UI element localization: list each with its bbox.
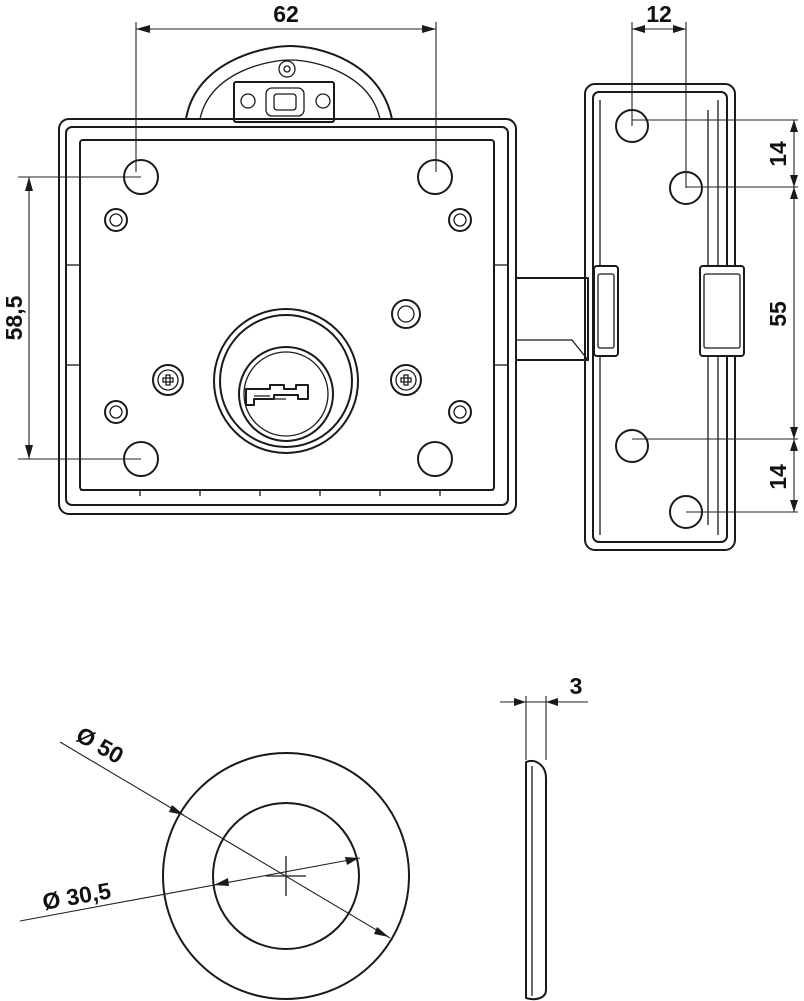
dimension-label: Ø 30,5 [40, 877, 113, 915]
dimension-label: 62 [273, 1, 299, 27]
mounting-hole [417, 159, 453, 195]
screw-icon [390, 364, 422, 396]
mounting-hole [417, 441, 453, 477]
lock-body [58, 45, 589, 515]
lock-cylinder [213, 308, 359, 454]
dimension-label: 55 [765, 301, 791, 327]
dimension-label: 14 [765, 464, 791, 490]
dimension-label: 12 [646, 1, 672, 27]
dimension-diameter-30-5: Ø 30,5 [19, 857, 361, 922]
keeper-hole [615, 429, 649, 463]
dimension-58-5: 58,5 [1, 176, 141, 460]
dimension-label: Ø 50 [72, 721, 128, 768]
rosette-side [525, 760, 547, 1001]
strike-keeper [584, 83, 745, 551]
dimension-62: 62 [135, 1, 437, 172]
dimension-label: 14 [765, 141, 791, 167]
dimension-label: 3 [570, 673, 583, 699]
keyway-icon [245, 384, 309, 406]
dimension-diameter-50: Ø 50 [59, 721, 391, 939]
dimension-3: 3 [500, 673, 588, 760]
rosette-front [162, 752, 410, 1000]
dimension-12: 12 [631, 1, 687, 188]
dimension-keeper-vertical: 14 55 14 [632, 119, 798, 513]
dimension-label: 58,5 [1, 295, 27, 340]
screw-icon [152, 364, 184, 396]
